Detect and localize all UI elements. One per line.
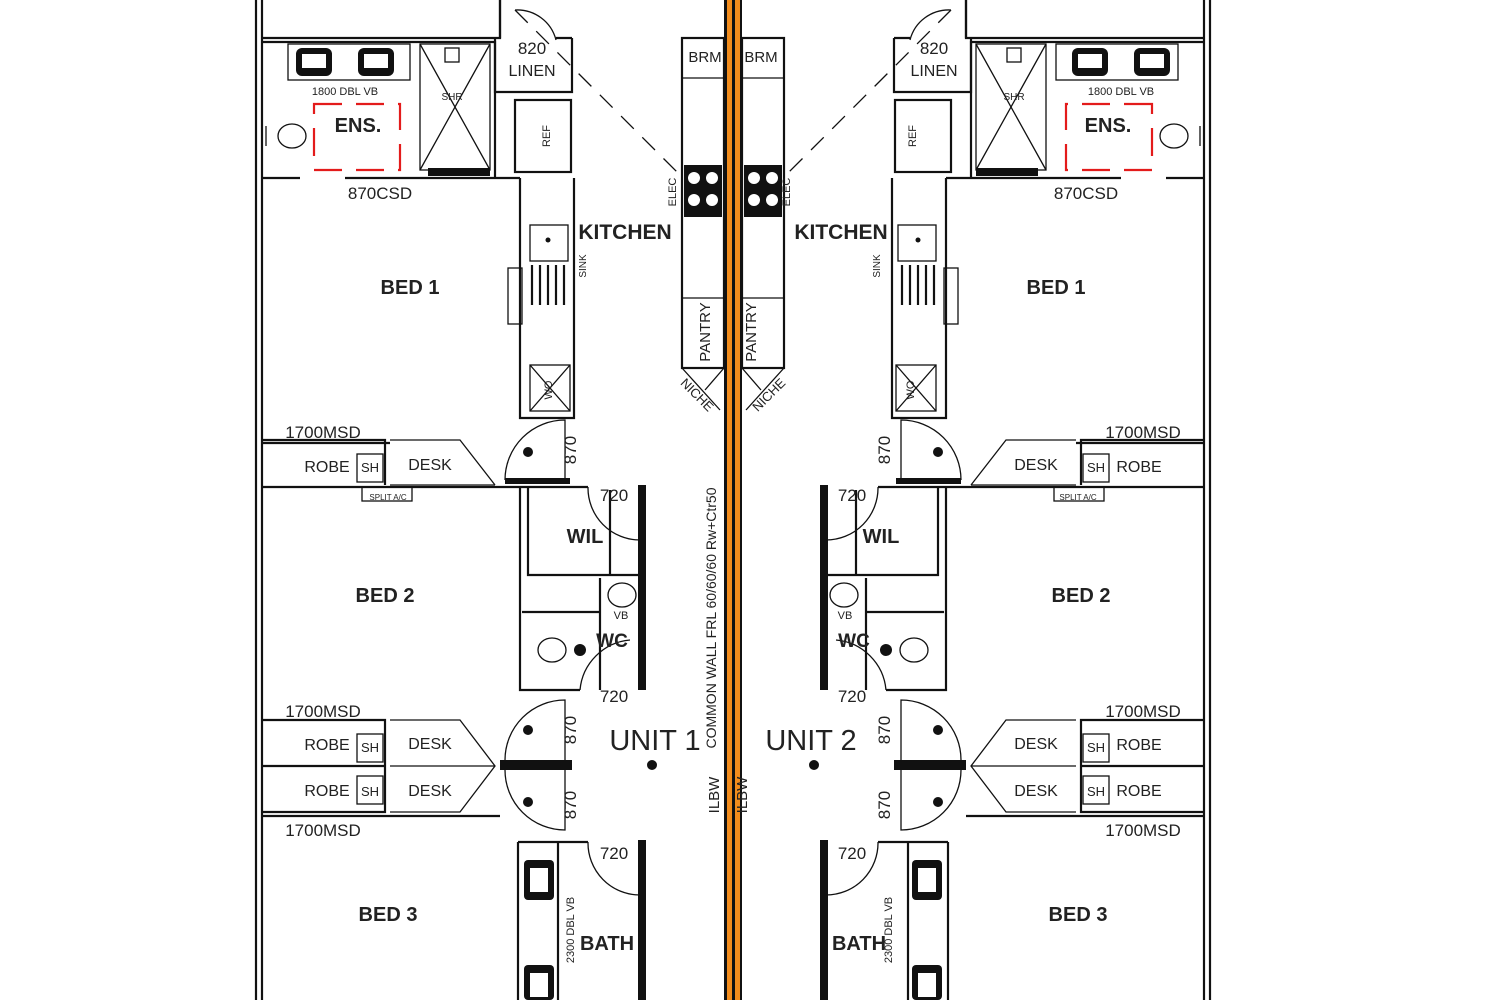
unit-1-label-door870: 870 [561, 716, 580, 744]
unit-1-label-desk: DESK [408, 457, 452, 474]
unit-1-label-bed2: BED 2 [356, 585, 415, 607]
unit-1-label-robe: ROBE [304, 459, 349, 476]
unit-2-label-desk: DESK [1014, 783, 1058, 800]
unit-2-label-bed3: BED 3 [1049, 904, 1108, 926]
unit-2-label-wc: WC [838, 631, 870, 652]
unit-2-label-vb: VB [838, 610, 853, 622]
unit-2-label-bath: BATH [832, 933, 886, 955]
unit-1-label-split: SPLIT A/C [369, 493, 406, 502]
unit-1-label-wo: WO [543, 380, 555, 399]
unit-2-label-bed1: BED 1 [1027, 277, 1086, 299]
unit-1-label-linen: LINEN [508, 63, 555, 80]
unit-2-label-vanity-ens: 1800 DBL VB [1088, 86, 1154, 98]
unit-1-label-vanity-ens: 1800 DBL VB [312, 86, 378, 98]
unit-2-label-robe: ROBE [1116, 459, 1161, 476]
unit-1-label-door720: 720 [600, 486, 628, 505]
unit-2-label-linen-size: 820 [920, 39, 948, 58]
unit-1-label-robe: ROBE [304, 783, 349, 800]
unit-2-label-niche: NICHE [749, 375, 788, 414]
unit-2-label-ilbw: ILBW [734, 776, 751, 814]
common-wall-label: COMMON WALL FRL 60/60/60 Rw+Ctr50 [703, 487, 719, 748]
unit-1-label-ref: REF [541, 125, 553, 147]
unit-1-label-csd: 870CSD [348, 184, 412, 203]
unit-1-label-bed1: BED 1 [381, 277, 440, 299]
unit-1-walls [254, 0, 726, 1000]
unit-2-label-sh: SH [1087, 460, 1105, 475]
unit-1-label-door870: 870 [561, 436, 580, 464]
unit-1-label-door720: 720 [600, 844, 628, 863]
unit-2-label-elec: ELEC [781, 178, 793, 207]
unit-1-label-msd: 1700MSD [285, 423, 361, 442]
unit-1-label-bath: BATH [580, 933, 634, 955]
unit-1-label-pantry: PANTRY [697, 302, 714, 361]
unit-1-label-bed3: BED 3 [359, 904, 418, 926]
unit-1-label-sh: SH [361, 740, 379, 755]
unit-2-label-shr: SHR [1003, 92, 1024, 103]
unit-1-label-sh: SH [361, 460, 379, 475]
unit-2-label-vanity-bath: 2300 DBL VB [883, 897, 895, 963]
unit-2-label-csd: 870CSD [1054, 184, 1118, 203]
unit-2-label-desk: DESK [1014, 457, 1058, 474]
unit-1-label-linen-size: 820 [518, 39, 546, 58]
unit-2-label-door720: 720 [838, 687, 866, 706]
unit-1-label-brm: BRM [688, 49, 721, 66]
unit-2-label-brm: BRM [744, 49, 777, 66]
unit-2-label-sink: SINK [872, 254, 883, 278]
unit-2-label-wo: WO [905, 380, 917, 399]
unit-1-label-ilbw: ILBW [706, 776, 723, 814]
unit-2-label-door870: 870 [875, 436, 894, 464]
unit-1-label-shr: SHR [441, 92, 462, 103]
unit-2-label-ens: ENS. [1085, 115, 1132, 137]
unit-2-label-sh: SH [1087, 740, 1105, 755]
unit-2-label-robe: ROBE [1116, 783, 1161, 800]
unit-1-label-robe: ROBE [304, 737, 349, 754]
unit-1-label-elec: ELEC [667, 178, 679, 207]
unit-1-label-vanity-bath: 2300 DBL VB [565, 897, 577, 963]
unit-2-label-pantry: PANTRY [743, 302, 760, 361]
common-wall [724, 0, 742, 1000]
unit-1-label-kitchen: KITCHEN [578, 221, 671, 244]
unit-2-label-ref: REF [907, 125, 919, 147]
unit-2-label-msd: 1700MSD [1105, 821, 1181, 840]
unit-1-label-ens: ENS. [335, 115, 382, 137]
unit-2-label-msd: 1700MSD [1105, 423, 1181, 442]
unit-1-title: UNIT 1 [609, 725, 700, 757]
unit-2-label-linen: LINEN [910, 63, 957, 80]
unit-2-label-sh: SH [1087, 784, 1105, 799]
unit-2-label-msd: 1700MSD [1105, 702, 1181, 721]
unit-1-label-desk: DESK [408, 736, 452, 753]
unit-2-label-door720: 720 [838, 486, 866, 505]
unit-1-label-door720: 720 [600, 687, 628, 706]
unit-1-label-niche: NICHE [678, 375, 717, 414]
unit-1-label-vb: VB [614, 610, 629, 622]
unit-2-label-door870: 870 [875, 791, 894, 819]
unit-2-walls [740, 0, 1212, 1000]
unit-1-label-msd: 1700MSD [285, 821, 361, 840]
unit-1-label-wc: WC [596, 631, 628, 652]
unit-2-label-door870: 870 [875, 716, 894, 744]
unit-2-label-bed2: BED 2 [1052, 585, 1111, 607]
unit-1-label-sink: SINK [578, 254, 589, 278]
unit-1-label-sh: SH [361, 784, 379, 799]
unit-1-label-wil: WIL [567, 526, 604, 548]
unit-2-label-desk: DESK [1014, 736, 1058, 753]
unit-1-label-msd: 1700MSD [285, 702, 361, 721]
unit-2-label-robe: ROBE [1116, 737, 1161, 754]
unit-2-label-kitchen: KITCHEN [794, 221, 887, 244]
unit-1-label-desk: DESK [408, 783, 452, 800]
unit-2-title: UNIT 2 [765, 725, 856, 757]
unit-2-label-wil: WIL [863, 526, 900, 548]
unit-1-label-door870: 870 [561, 791, 580, 819]
unit-2-label-door720: 720 [838, 844, 866, 863]
unit-2-label-split: SPLIT A/C [1059, 493, 1096, 502]
